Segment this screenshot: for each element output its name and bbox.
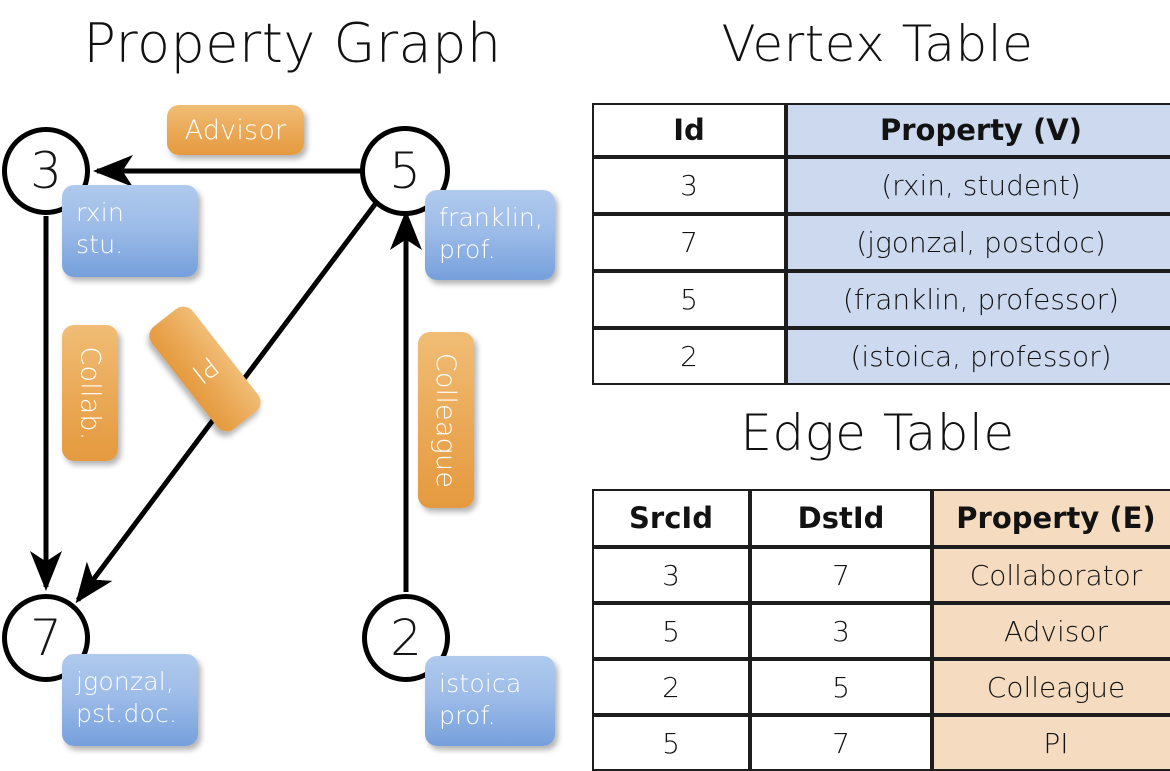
vertex-chip-rxin: rxin stu. [62,185,198,277]
vertex-chip-jgonzal-line2: pst.doc. [76,699,178,728]
vertex-chip-franklin-line1: franklin, [439,203,544,232]
graph-node-3-label: 3 [30,142,62,200]
table-row: 3 7 Collaborator [592,547,1170,603]
table-row: 5 7 PI [592,715,1170,771]
vertex-chip-istoica-line2: prof. [439,701,496,730]
edge-table-header-row: SrcId DstId Property (E) [592,489,1170,547]
edge-chip-colleague: Colleague [418,332,474,508]
vertex-cell-property: (jgonzal, postdoc) [786,214,1170,271]
edge-table: SrcId DstId Property (E) 3 7 Collaborato… [592,489,1170,771]
page-title-property-graph: Property Graph [83,12,502,75]
vertex-table: Id Property (V) 3 (rxin, student) 7 (jgo… [592,103,1170,385]
vertex-chip-rxin-line2: stu. [76,230,124,259]
vertex-cell-property: (franklin, professor) [786,271,1170,328]
edge-cell-srcid: 2 [592,659,750,715]
edge-cell-dstid: 3 [750,603,932,659]
vertex-cell-id: 5 [592,271,786,328]
table-row: 5 3 Advisor [592,603,1170,659]
graph-node-7-label: 7 [30,609,62,667]
graph-node-2-label: 2 [390,609,422,667]
edge-cell-srcid: 3 [592,547,750,603]
vertex-table-header-row: Id Property (V) [592,103,1170,157]
edge-chip-advisor-label: Advisor [184,114,287,146]
vertex-cell-id: 7 [592,214,786,271]
vertex-chip-istoica: istoica prof. [425,656,555,746]
vertex-cell-property: (istoica, professor) [786,328,1170,385]
edge-cell-dstid: 7 [750,715,932,771]
vertex-chip-jgonzal: jgonzal, pst.doc. [62,654,198,746]
edge-table-header-dstid: DstId [750,489,932,547]
vertex-chip-rxin-line1: rxin [76,198,124,227]
edge-cell-dstid: 7 [750,547,932,603]
graph-node-5-label: 5 [389,142,421,200]
edge-cell-property: Advisor [932,603,1170,659]
vertex-chip-istoica-line1: istoica [439,669,522,698]
table-row: 2 (istoica, professor) [592,328,1170,385]
graph-node-2[interactable]: 2 [362,594,450,682]
edge-chip-collab-label: Collab. [74,345,106,441]
edge-chip-colleague-label: Colleague [430,352,462,488]
page-title-vertex-table: Vertex Table [721,15,1034,73]
vertex-table-header-property: Property (V) [786,103,1170,157]
vertex-chip-franklin-line2: prof. [439,235,496,264]
edge-cell-dstid: 5 [750,659,932,715]
vertex-chip-franklin: franklin, prof. [425,190,555,280]
page-title-edge-table: Edge Table [740,404,1015,462]
edge-cell-srcid: 5 [592,715,750,771]
vertex-cell-id: 2 [592,328,786,385]
vertex-cell-id: 3 [592,157,786,214]
edge-table-header-property: Property (E) [932,489,1170,547]
edge-cell-property: Colleague [932,659,1170,715]
edge-cell-srcid: 5 [592,603,750,659]
vertex-chip-jgonzal-line1: jgonzal, [76,667,175,696]
edge-cell-property: Collaborator [932,547,1170,603]
edge-cell-property: PI [932,715,1170,771]
edge-chip-collab: Collab. [62,325,118,461]
table-row: 3 (rxin, student) [592,157,1170,214]
vertex-cell-property: (rxin, student) [786,157,1170,214]
edge-chip-pi-label: PI [185,349,225,389]
table-row: 2 5 Colleague [592,659,1170,715]
edge-table-header-srcid: SrcId [592,489,750,547]
table-row: 5 (franklin, professor) [592,271,1170,328]
table-row: 7 (jgonzal, postdoc) [592,214,1170,271]
property-graph-diagram: 3 5 7 2 rxin stu. franklin, prof. jgonza… [0,0,585,760]
edge-chip-advisor: Advisor [167,105,304,155]
vertex-table-header-id: Id [592,103,786,157]
